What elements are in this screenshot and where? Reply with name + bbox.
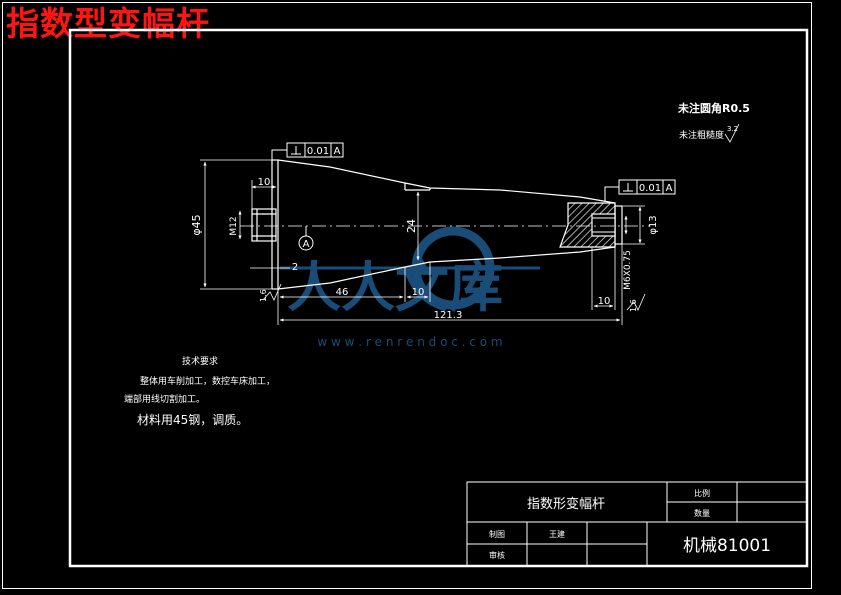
sheet-border — [2, 2, 812, 589]
right-section-hatch — [559, 202, 616, 248]
dim-d45: φ45 — [190, 214, 203, 235]
review-label: 审核 — [489, 550, 505, 560]
title-block-text: 指数形变幅杆 比例 数量 制图 王建 审核 机械81001 — [489, 488, 771, 560]
drawn-name: 王建 — [549, 529, 565, 539]
drawing-number: 机械81001 — [683, 536, 771, 556]
note-roughness: 未注粗糙度 — [679, 129, 724, 141]
left-threaded-hole — [251, 208, 277, 242]
right-tolerance-value: 0.01 — [639, 183, 661, 194]
left-tolerance-value: 0.01 — [307, 146, 329, 157]
left-tolerance-frame: 0.01 A — [271, 142, 344, 162]
tech-line-2: 端部用线切割加工。 — [124, 393, 205, 405]
datum-a-symbol: A — [298, 226, 314, 251]
scale-label: 比例 — [694, 488, 710, 498]
general-notes: 未注圆角R0.5 未注粗糙度 3.2 — [677, 101, 750, 143]
drawing-name: 指数形变幅杆 — [527, 496, 605, 512]
watermark-text: 人人文库 — [287, 256, 503, 319]
technical-requirements: 技术要求 整体用车削加工，数控车床加工， 端部用线切割加工。 材料用45钢，调质… — [124, 355, 275, 427]
watermark: 人人文库 w w w . r e n r e n d o c . c o m — [280, 226, 540, 349]
dim-46: 46 — [336, 287, 349, 298]
svg-text:A: A — [303, 239, 310, 250]
dimension-lines — [200, 159, 645, 325]
dim-d13: φ13 — [648, 215, 659, 234]
dim-m6: M6X0.75 — [623, 250, 633, 290]
dim-2: 2 — [292, 262, 298, 273]
dim-121-3: 121.3 — [434, 310, 463, 321]
perpendicular-icon — [291, 146, 301, 155]
tech-line-1: 整体用车削加工，数控车床加工， — [140, 375, 275, 387]
dim-10-bottom: 10 — [412, 287, 425, 298]
svg-text:1.6: 1.6 — [629, 299, 638, 312]
left-tolerance-datum: A — [334, 146, 341, 157]
note-roughness-value: 3.2 — [727, 125, 738, 133]
dim-24: 24 — [405, 219, 418, 233]
watermark-url: w w w . r e n r e n d o c . c o m — [317, 335, 502, 349]
quantity-label: 数量 — [694, 508, 710, 518]
perpendicular-icon — [623, 183, 633, 192]
dim-10-right: 10 — [598, 296, 611, 307]
roughness-icon — [626, 293, 646, 311]
tech-heading: 技术要求 — [182, 355, 218, 367]
note-fillet: 未注圆角R0.5 — [677, 101, 750, 115]
drawn-label: 制图 — [489, 529, 505, 539]
right-tolerance-frame: 0.01 A — [604, 179, 676, 201]
roughness-icon — [262, 283, 282, 301]
title-block — [466, 481, 808, 567]
roughness-left: 1.6 — [259, 283, 282, 302]
roughness-icon — [724, 123, 740, 143]
banner-title: 指数型变幅杆 — [6, 4, 210, 43]
svg-text:1.6: 1.6 — [259, 289, 268, 302]
dim-m12: M12 — [229, 216, 239, 235]
dim-10-top: 10 — [258, 177, 271, 188]
right-tolerance-datum: A — [666, 183, 673, 194]
tech-line-3: 材料用45钢，调质。 — [137, 413, 248, 427]
dimension-labels: φ45 10 M12 2 24 46 10 121.3 φ13 M6X0.75 … — [190, 177, 659, 321]
roughness-right: 1.6 — [626, 293, 646, 312]
